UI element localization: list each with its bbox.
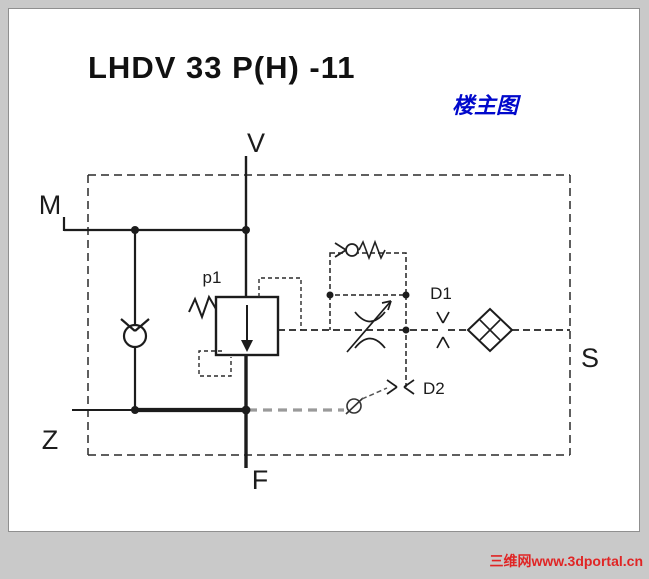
bypass-box-outline bbox=[329, 252, 407, 296]
throttle-valve bbox=[346, 300, 392, 353]
check-valve-ball bbox=[122, 323, 148, 349]
filter-diamond bbox=[466, 307, 514, 353]
junction-dots bbox=[131, 226, 410, 415]
check-valve-seat-right bbox=[134, 318, 150, 332]
forum-annotation: 楼主图 bbox=[452, 93, 519, 119]
bypass-check-box bbox=[329, 239, 407, 387]
pilot-line-lower bbox=[198, 350, 232, 377]
throttle-arc-top bbox=[354, 311, 386, 323]
test-point-d2 bbox=[386, 379, 415, 395]
site-watermark: 三维网www.3dportal.cn bbox=[489, 553, 644, 569]
relief-valve bbox=[188, 294, 280, 357]
port-label-z: Z bbox=[42, 425, 59, 455]
pilot-line-upper bbox=[258, 277, 302, 330]
junction-dot bbox=[131, 226, 139, 234]
throttle-adjust-arrow bbox=[346, 300, 392, 353]
port-label-v: V bbox=[247, 128, 265, 158]
schematic-title: LHDV 33 P(H) -11 bbox=[88, 50, 356, 85]
port-label-f: F bbox=[252, 465, 269, 495]
port-label-d1: D1 bbox=[430, 284, 452, 303]
port-label-m: M bbox=[39, 190, 62, 220]
port-label-s: S bbox=[581, 343, 599, 373]
filter-cross-b bbox=[479, 319, 501, 341]
check-valve-seat-left bbox=[120, 318, 136, 332]
throttle-arrowhead-b bbox=[387, 300, 392, 311]
port-labels: V M Z F S p1 D1 D2 bbox=[39, 128, 599, 495]
pilot-diagonal-dashed bbox=[361, 387, 388, 400]
drain-line-group bbox=[248, 387, 388, 415]
throttle-arc-bottom bbox=[354, 337, 386, 349]
bypass-check-seat-bottom bbox=[334, 249, 347, 258]
image-canvas bbox=[8, 8, 640, 532]
junction-dot bbox=[241, 405, 251, 415]
bypass-check-seat-top bbox=[334, 242, 347, 251]
port-label-p1: p1 bbox=[203, 268, 222, 287]
relief-valve-spring bbox=[188, 294, 217, 320]
junction-dot bbox=[402, 326, 410, 334]
port-label-d2: D2 bbox=[423, 379, 445, 398]
valve-block-boundary bbox=[87, 174, 571, 456]
junction-dot bbox=[242, 226, 250, 234]
bypass-check-ball bbox=[345, 243, 359, 257]
junction-dot bbox=[326, 291, 334, 299]
test-point-d1 bbox=[436, 311, 450, 349]
relief-valve-arrowhead bbox=[241, 340, 253, 352]
pilot-lines bbox=[198, 277, 302, 377]
throttle-arrowhead-a bbox=[381, 300, 392, 304]
bypass-check-spring bbox=[358, 239, 386, 261]
junction-dot bbox=[131, 406, 139, 414]
junction-dot bbox=[402, 291, 410, 299]
pilot-pickup-diagonal bbox=[345, 397, 364, 415]
check-valve bbox=[120, 318, 150, 349]
